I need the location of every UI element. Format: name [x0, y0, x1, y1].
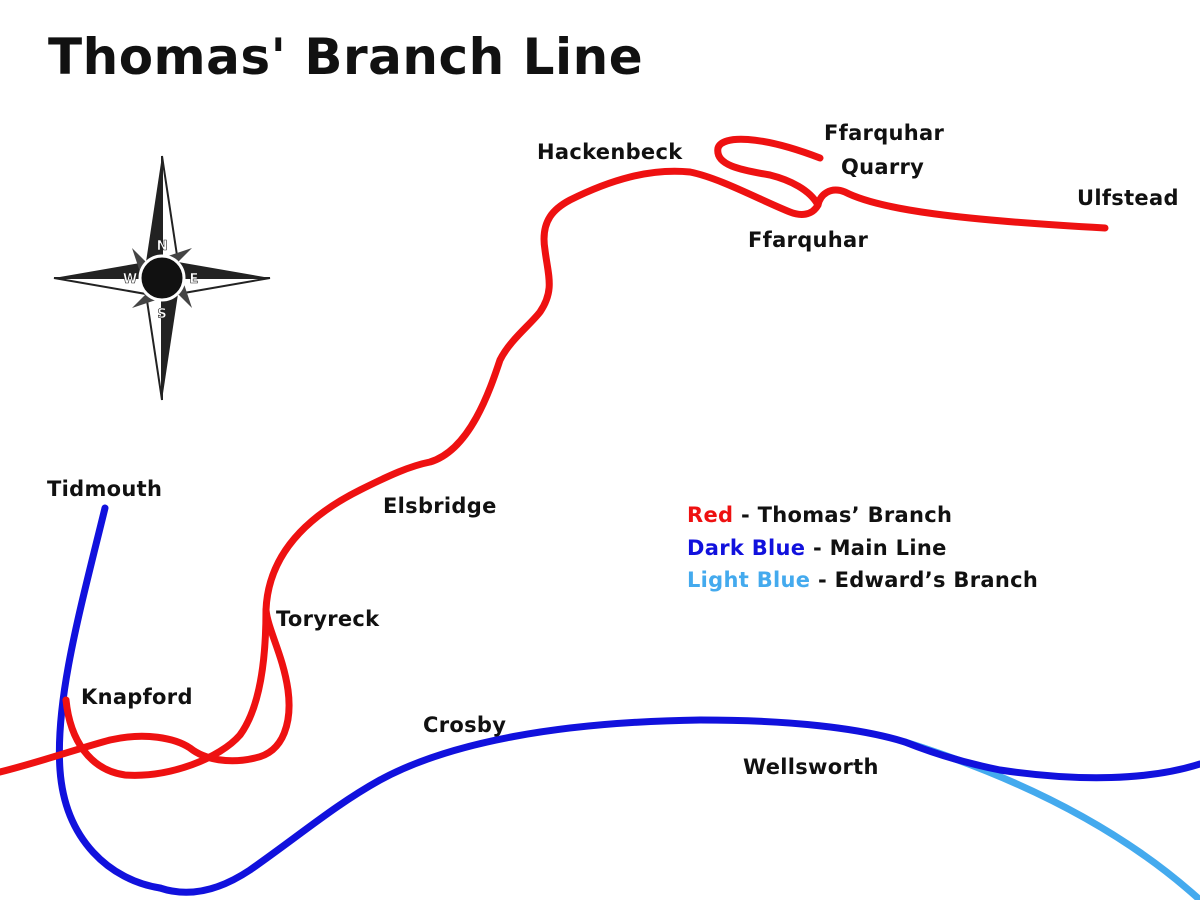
main-line-tidmouth-spur — [55, 504, 164, 892]
legend-item-light-blue: Light Blue - Edward’s Branch — [687, 568, 1038, 601]
main-line-east — [156, 716, 1200, 896]
legend-description: Edward’s Branch — [834, 568, 1039, 592]
thomas-branch-main — [262, 167, 1109, 614]
legend-item-dark-blue: Dark Blue - Main Line — [687, 536, 1038, 569]
legend: Red - Thomas’ Branch Dark Blue - Main Li… — [687, 503, 1038, 601]
station-label-toryreck: Toryreck — [276, 607, 380, 631]
station-label-ffarquhar-quarry-1: Ffarquhar — [824, 121, 945, 145]
station-label-elsbridge: Elsbridge — [383, 494, 497, 518]
compass-letter-n: N — [157, 239, 168, 254]
station-label-tidmouth: Tidmouth — [47, 477, 163, 501]
compass-letter-s: S — [157, 307, 166, 322]
station-label-wellsworth: Wellsworth — [743, 755, 879, 779]
station-label-hackenbeck: Hackenbeck — [537, 140, 683, 164]
legend-key: Red — [687, 503, 734, 527]
legend-description: Main Line — [829, 535, 947, 560]
legend-separator: - — [812, 535, 830, 560]
legend-description: Thomas’ Branch — [757, 503, 953, 527]
edwards-branch-line — [901, 738, 1200, 900]
station-label-ffarquhar: Ffarquhar — [748, 228, 869, 252]
thomas-branch-quarry-spur — [714, 135, 824, 209]
thomas-branch-west — [0, 606, 293, 776]
legend-separator: - — [817, 568, 835, 592]
legend-key: Light Blue — [687, 568, 811, 592]
legend-separator: - — [740, 503, 758, 527]
thomas-branch-knapford-loop — [62, 606, 270, 779]
compass-letter-w: W — [123, 272, 137, 287]
map-title: Thomas' Branch Line — [48, 28, 644, 86]
station-label-ffarquhar-quarry-2: Quarry — [841, 155, 925, 179]
compass-rose-icon: N E S W — [53, 155, 271, 401]
legend-item-red: Red - Thomas’ Branch — [687, 503, 1038, 536]
station-label-ulfstead: Ulfstead — [1077, 186, 1179, 210]
station-label-crosby: Crosby — [423, 713, 507, 737]
station-label-knapford: Knapford — [81, 685, 193, 709]
legend-key: Dark Blue — [687, 535, 806, 560]
compass-letter-e: E — [190, 272, 199, 287]
